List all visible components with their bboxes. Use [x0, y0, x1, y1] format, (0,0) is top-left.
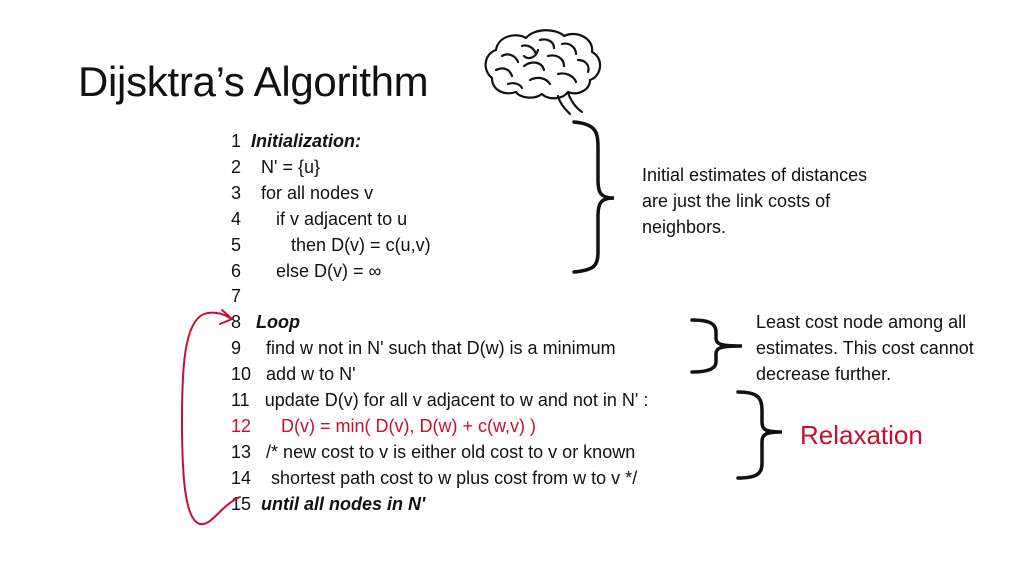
line-text: shortest path cost to w plus cost from w…: [271, 467, 638, 488]
curly-brace-icon: [690, 318, 743, 374]
code-line: 8 Loop: [231, 313, 300, 331]
line-number: 13: [231, 441, 252, 462]
line-text: /* new cost to v is either old cost to v…: [266, 441, 636, 462]
slide-title: Dijsktra’s Algorithm: [78, 58, 429, 105]
code-line: 14 shortest path cost to w plus cost fro…: [231, 469, 637, 487]
line-text: update D(v) for all v adjacent to w and …: [264, 390, 649, 410]
line-text: add w to N': [266, 364, 356, 385]
arrowhead-icon: [219, 309, 233, 325]
code-line: 11 update D(v) for all v adjacent to w a…: [231, 391, 648, 409]
line-text: until all nodes in N': [261, 493, 426, 514]
line-number: 6: [231, 260, 242, 281]
line-text: N' = {u}: [261, 156, 321, 177]
line-number: 2: [231, 156, 242, 177]
curly-brace-icon: [736, 390, 783, 480]
code-line: 6 else D(v) = ∞: [231, 262, 381, 280]
code-line: 15 until all nodes in N': [231, 495, 425, 513]
code-line: 7: [231, 287, 241, 305]
note-initial-estimates: Initial estimates of distances are just …: [642, 165, 868, 237]
line-text: if v adjacent to u: [276, 208, 408, 229]
code-line: 3 for all nodes v: [231, 184, 373, 202]
line-number: 10: [231, 364, 252, 385]
code-line: 10 add w to N': [231, 365, 356, 383]
line-text: D(v) = min( D(v), D(w) + c(w,v) ): [281, 415, 537, 436]
code-line: 5 then D(v) = c(u,v): [231, 236, 431, 254]
note-relaxation: Relaxation: [800, 420, 923, 450]
line-number: 3: [231, 182, 242, 203]
line-text: Loop: [256, 312, 301, 333]
line-number: 11: [231, 390, 250, 410]
curly-brace-icon: [572, 120, 615, 274]
line-number: 7: [231, 286, 242, 307]
code-line: 13 /* new cost to v is either old cost t…: [231, 443, 635, 461]
line-number: 14: [231, 467, 252, 488]
code-line: 2 N' = {u}: [231, 158, 320, 176]
code-line: 4 if v adjacent to u: [231, 210, 407, 228]
loop-arrow-icon: [180, 311, 241, 526]
line-number: 8: [231, 312, 242, 333]
line-text: for all nodes v: [261, 182, 374, 203]
line-number: 4: [231, 208, 242, 229]
note-least-cost: Least cost node among all estimates. Thi…: [756, 312, 974, 384]
code-line: 1 Initialization:: [231, 132, 361, 150]
brain-icon: [484, 29, 602, 116]
line-text: then D(v) = c(u,v): [291, 234, 431, 255]
line-number: 5: [231, 234, 242, 255]
line-number: 1: [231, 131, 242, 151]
line-number: 12: [231, 415, 252, 436]
line-text: Initialization:: [251, 131, 362, 151]
line-text: else D(v) = ∞: [276, 260, 382, 281]
line-text: find w not in N' such that D(w) is a min…: [266, 338, 616, 359]
line-number: 9: [231, 338, 242, 359]
code-line: 12 D(v) = min( D(v), D(w) + c(w,v) ): [231, 417, 536, 435]
code-line: 9 find w not in N' such that D(w) is a m…: [231, 339, 616, 357]
